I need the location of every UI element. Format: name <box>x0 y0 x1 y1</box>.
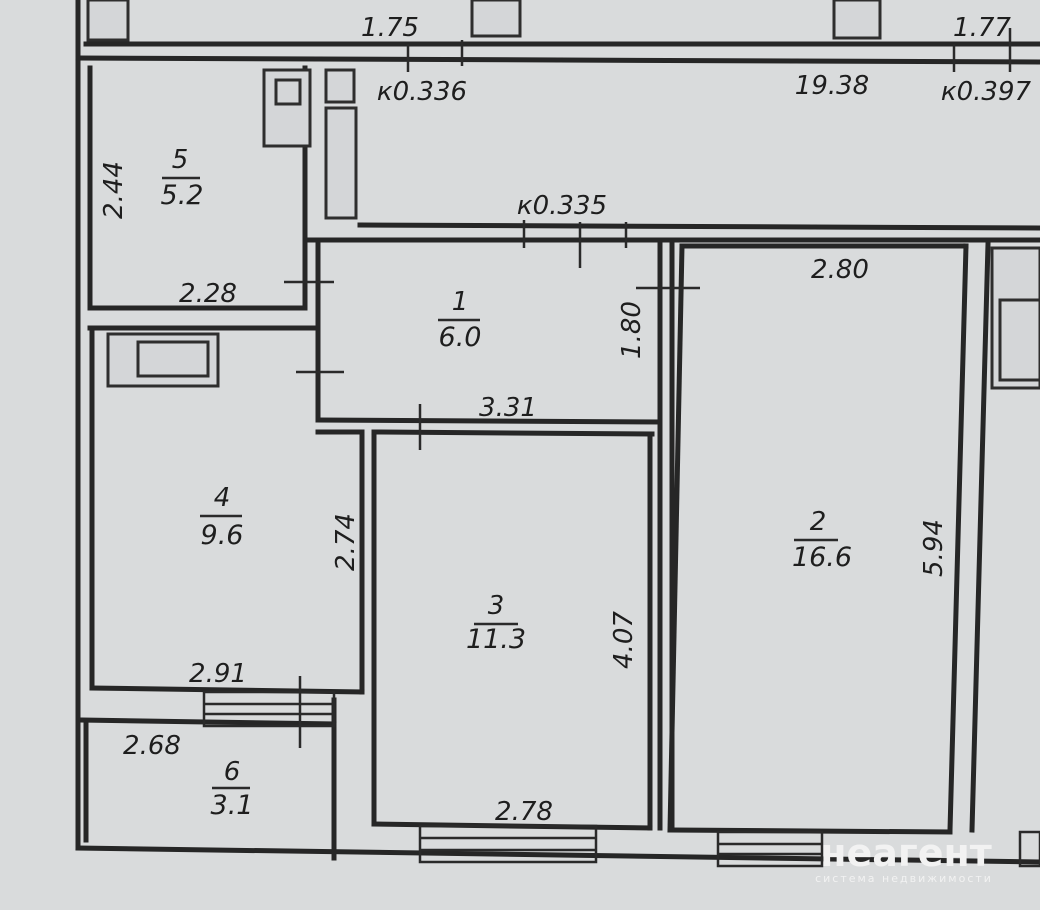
dim-room1-width: 3.31 <box>479 393 537 423</box>
room-6-number: 6 <box>224 757 241 787</box>
room-4-area: 9.6 <box>201 520 244 551</box>
coef-k1: к0.336 <box>377 77 467 107</box>
dim-room1-height: 1.80 <box>617 301 647 359</box>
room-3-area: 11.3 <box>466 624 526 655</box>
dim-room5-width: 2.28 <box>179 279 237 309</box>
watermark: неагент система недвижимости <box>815 831 993 885</box>
dim-room6-width: 2.68 <box>123 731 181 761</box>
walls <box>75 0 1040 865</box>
watermark-brand: неагент <box>820 831 992 875</box>
dim-room3-height: 4.07 <box>609 611 639 669</box>
room-5-number: 5 <box>172 145 189 175</box>
room-6-area: 3.1 <box>211 790 254 821</box>
dim-room3-width: 2.78 <box>495 797 553 827</box>
dim-room4-height: 2.74 <box>331 513 361 571</box>
room-3-number: 3 <box>488 591 505 621</box>
windows <box>202 28 1040 868</box>
room-2-area: 16.6 <box>792 542 852 573</box>
watermark-tagline: система недвижимости <box>815 872 993 885</box>
room-1-number: 1 <box>452 287 469 317</box>
room-1-area: 6.0 <box>439 322 482 353</box>
dim-room5-height: 2.44 <box>99 161 129 219</box>
room-4-number: 4 <box>214 483 231 513</box>
coef-k3: к0.335 <box>517 191 607 221</box>
dim-top-left: 1.75 <box>361 13 419 43</box>
room-labels: 1 6.0 2 16.6 3 11.3 4 9.6 5 5.2 6 3.1 <box>161 145 853 821</box>
coef-k2: к0.397 <box>941 77 1032 107</box>
dim-room2-height: 5.94 <box>919 519 949 577</box>
dim-room2-width: 2.80 <box>811 255 869 285</box>
dimension-labels: 1.75 1.77 19.38 2.28 3.31 2.80 2.91 2.78… <box>99 13 1032 827</box>
dim-top-right: 1.77 <box>953 13 1011 43</box>
dim-room4-width: 2.91 <box>189 659 247 689</box>
fixtures <box>86 0 1040 390</box>
room-5-area: 5.2 <box>161 180 204 211</box>
room-2-number: 2 <box>810 507 827 537</box>
dim-corridor-area: 19.38 <box>795 71 869 101</box>
